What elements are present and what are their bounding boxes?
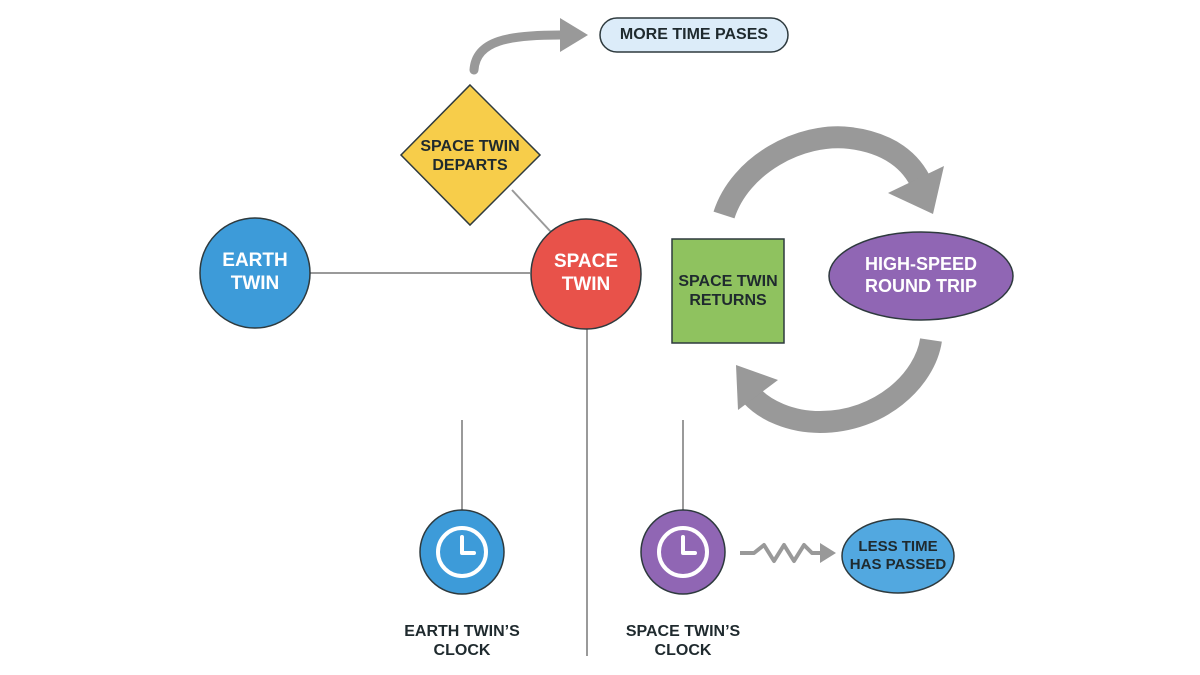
more-time-pill — [599, 17, 789, 53]
round-trip-ellipse — [828, 231, 1014, 321]
less-time-ellipse — [841, 518, 955, 594]
circular-arrows-icon — [713, 126, 944, 434]
curved-arrow-icon — [469, 18, 588, 75]
earth-clock-icon — [419, 509, 505, 595]
zigzag-arrow-icon — [740, 543, 836, 563]
space-twin-circle — [530, 218, 642, 330]
space-clock-icon — [640, 509, 726, 595]
departs-to-space-line — [511, 189, 552, 233]
returns-square — [671, 238, 785, 344]
departs-diamond — [399, 83, 542, 227]
earth-twin-circle — [199, 217, 311, 329]
